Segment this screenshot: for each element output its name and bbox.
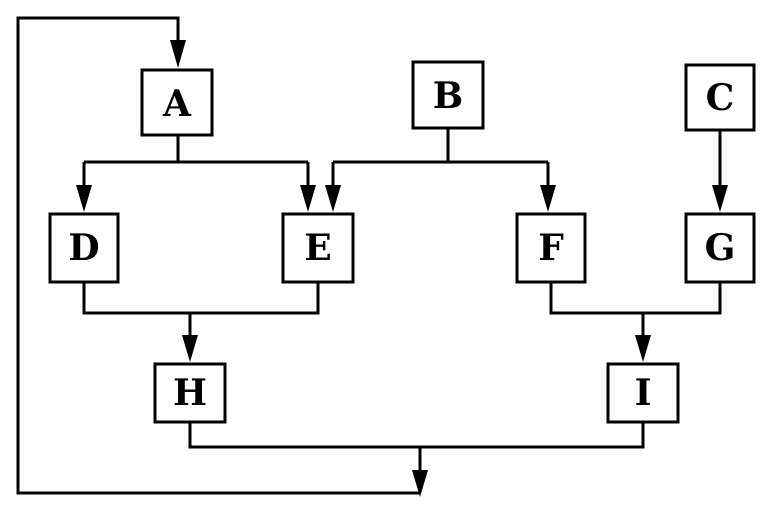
node-h-label: H bbox=[173, 372, 207, 414]
node-c: C bbox=[684, 63, 756, 132]
node-h: H bbox=[153, 362, 227, 424]
arrowhead-into-g bbox=[712, 185, 728, 212]
node-b-label: B bbox=[433, 75, 463, 117]
node-g: G bbox=[684, 212, 756, 284]
edge-a-split bbox=[82, 135, 310, 185]
edge-de-merge bbox=[82, 282, 320, 335]
node-f-label: F bbox=[538, 227, 564, 269]
arrowhead-b-into-e bbox=[325, 185, 341, 212]
node-f: F bbox=[515, 212, 587, 284]
arrowhead-into-i bbox=[635, 335, 651, 362]
node-a: A bbox=[140, 68, 214, 137]
node-d: D bbox=[48, 212, 120, 284]
arrowhead-into-h bbox=[182, 335, 198, 362]
arrowhead-into-a bbox=[170, 40, 186, 68]
node-a-label: A bbox=[162, 83, 192, 125]
arrowhead-into-f bbox=[540, 185, 556, 212]
node-c-label: C bbox=[706, 77, 735, 119]
edge-b-split bbox=[331, 128, 550, 185]
arrowhead-into-d bbox=[76, 185, 92, 212]
edge-fg-merge bbox=[549, 282, 722, 335]
edge-feedback-loop bbox=[16, 16, 420, 495]
arrowhead-a-into-e bbox=[300, 185, 316, 212]
arrowhead-feedback bbox=[412, 470, 428, 497]
connectors bbox=[16, 16, 722, 495]
node-b: B bbox=[411, 60, 485, 130]
edge-hi-merge bbox=[188, 422, 645, 470]
arrowheads bbox=[76, 40, 728, 497]
node-i: I bbox=[606, 362, 680, 424]
node-e-label: E bbox=[304, 227, 331, 269]
node-i-label: I bbox=[635, 372, 652, 414]
node-d-label: D bbox=[68, 227, 99, 269]
node-g-label: G bbox=[705, 227, 736, 269]
node-e: E bbox=[281, 212, 355, 284]
